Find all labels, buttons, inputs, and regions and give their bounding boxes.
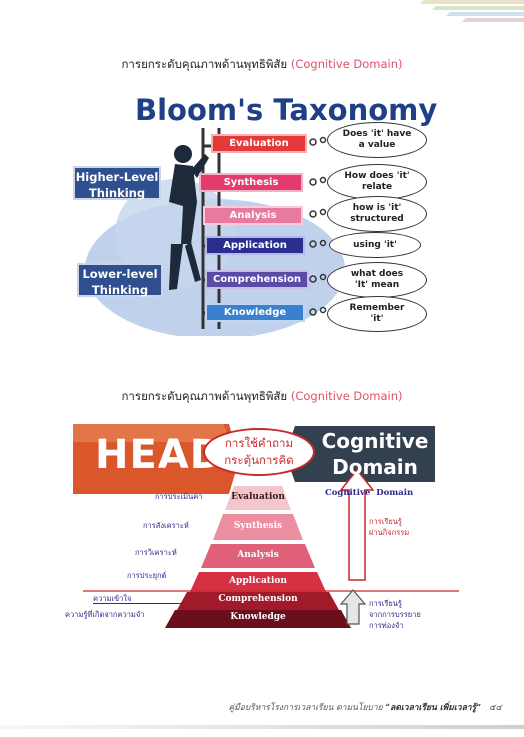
heading-thai: การยกระดับคุณภาพด้านพุทธิพิสัย bbox=[121, 57, 288, 71]
heading-english: (Cognitive Domain) bbox=[290, 389, 403, 403]
bubble-using: using 'it' bbox=[329, 232, 421, 258]
head-cognitive-figure: HEAD การใช้คำถาม กระตุ้นการคิด Cognitive… bbox=[63, 418, 461, 634]
level-evaluation: Evaluation bbox=[211, 134, 307, 153]
bubble-mean: what does'It' mean bbox=[327, 262, 427, 298]
pyramid-label-comprehension: Comprehension bbox=[218, 594, 298, 604]
cognitive-banner bbox=[285, 426, 435, 482]
pyramid-label-knowledge: Knowledge bbox=[230, 612, 286, 622]
corner-decoration bbox=[420, 0, 524, 22]
pyramid-label-analysis: Analysis bbox=[237, 550, 279, 560]
bubble-relate: How does 'it'relate bbox=[327, 164, 427, 200]
page-number: ๕๔ bbox=[489, 703, 502, 713]
connector-dots bbox=[309, 136, 327, 316]
thai-label-underlines bbox=[93, 603, 183, 604]
pyramid-comprehension bbox=[177, 592, 339, 610]
higher-level-thinking-label: Higher-Level Thinking bbox=[73, 166, 161, 200]
level-application: Application bbox=[205, 236, 305, 255]
right-upper-label: การเรียนรู้ ผ่านกิจกรรม bbox=[369, 517, 410, 537]
lower-arrow bbox=[339, 589, 367, 625]
footer-bar bbox=[0, 725, 524, 729]
section-heading-1: การยกระดับคุณภาพด้านพุทธิพิสัย (Cognitiv… bbox=[0, 56, 524, 74]
thai-label-knowledge: ความรู้ที่เกิดจากความจำ bbox=[65, 610, 145, 619]
level-synthesis: Synthesis bbox=[199, 173, 303, 192]
pyramid-evaluation bbox=[225, 486, 291, 510]
lower-level-thinking-label: Lower-level Thinking bbox=[77, 263, 163, 297]
page-footer: คู่มือบริหารโรงการเวลาเรียน ตามนโยบาย “ล… bbox=[0, 696, 524, 737]
section-heading-2: การยกระดับคุณภาพด้านพุทธิพิสัย (Cognitiv… bbox=[0, 388, 524, 406]
bubble-remember: Remember'it' bbox=[327, 296, 427, 332]
pyramid-label-application: Application bbox=[229, 576, 287, 586]
level-knowledge: Knowledge bbox=[205, 303, 305, 322]
level-analysis: Analysis bbox=[203, 206, 303, 225]
pyramid-application bbox=[189, 572, 327, 594]
thai-label-evaluation: การประเมินค่า bbox=[155, 492, 203, 501]
level-comprehension: Comprehension bbox=[205, 270, 309, 289]
upper-arrow bbox=[339, 468, 375, 581]
heading-english: (Cognitive Domain) bbox=[290, 57, 403, 71]
blooms-taxonomy-figure: Bloom's Taxonomy bbox=[65, 84, 457, 336]
thai-label-comprehension: ความเข้าใจ bbox=[93, 594, 132, 603]
footer-text: คู่มือบริหารโรงการเวลาเรียน ตามนโยบาย “ล… bbox=[228, 703, 502, 713]
pyramid-label-evaluation: Evaluation bbox=[231, 492, 285, 502]
right-lower-label: การเรียนรู้ จากการบรรยาย การท่องจำ bbox=[369, 599, 421, 630]
pyramid-analysis bbox=[201, 544, 315, 568]
pyramid-label-synthesis: Synthesis bbox=[233, 521, 283, 531]
thai-label-synthesis: การสังเคราะห์ bbox=[143, 521, 189, 530]
cognitive-domain-label: Cognitive Domain bbox=[321, 429, 429, 479]
figure-title: Bloom's Taxonomy bbox=[135, 93, 437, 127]
person-silhouette bbox=[169, 145, 209, 290]
head-label: HEAD bbox=[95, 432, 224, 478]
question-bubble: การใช้คำถาม กระตุ้นการคิด bbox=[203, 428, 315, 476]
pyramid-knowledge bbox=[165, 610, 351, 628]
heading-thai: การยกระดับคุณภาพด้านพุทธิพิสัย bbox=[121, 389, 288, 403]
thai-label-analysis: การวิเคราะห์ bbox=[135, 548, 177, 557]
bubble-structured: how is 'it'structured bbox=[327, 196, 427, 232]
cognitive-domain-small: Cognitive Domain bbox=[325, 488, 414, 498]
thai-label-application: การประยุกต์ bbox=[127, 571, 167, 580]
pyramid-synthesis bbox=[213, 514, 303, 540]
